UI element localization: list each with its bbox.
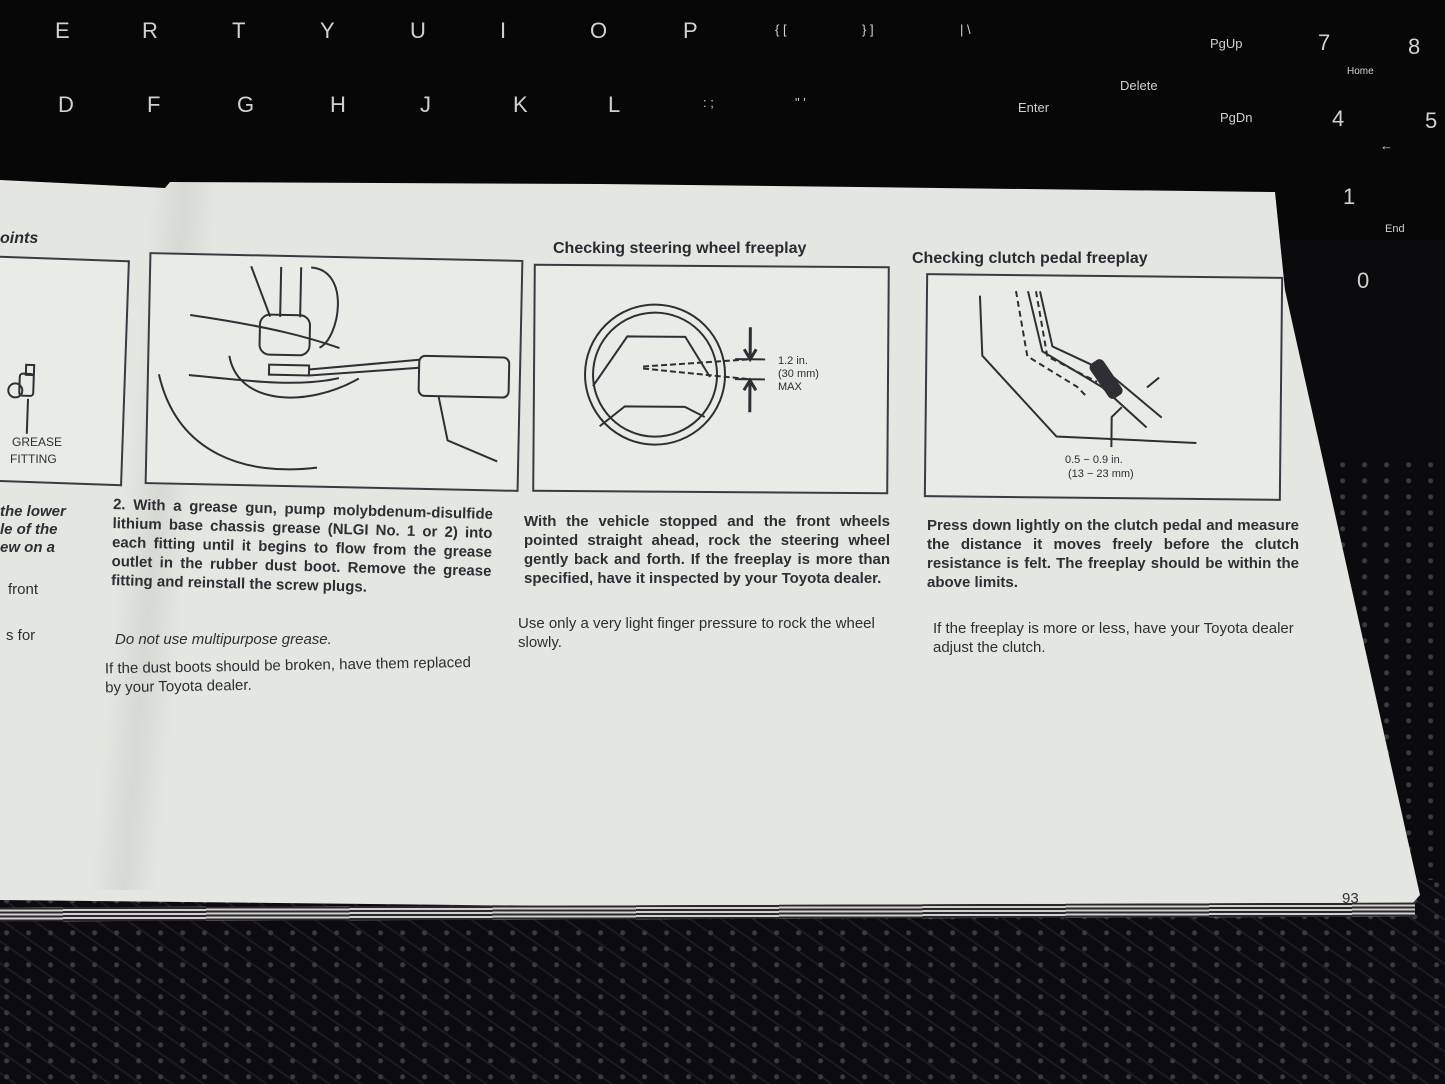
steering-label-mm: (30 mm) (778, 368, 819, 380)
grease-label-1: GREASE (12, 435, 63, 449)
clutch-pedal-icon (978, 290, 1197, 448)
key-j: J (420, 92, 431, 117)
clutch-heading: Checking clutch pedal freeplay (912, 250, 1148, 267)
key-semicolon: : ; (703, 95, 714, 110)
grease-gun-figure (144, 252, 524, 492)
key-bracket-left: { [ (775, 22, 787, 37)
key-8: 8 (1408, 34, 1421, 59)
key-pgup: PgUp (1210, 36, 1243, 51)
key-backslash: | \ (960, 22, 971, 37)
key-i: I (500, 18, 507, 43)
key-o: O (590, 18, 608, 43)
page-number: 93 (1342, 890, 1359, 907)
grease-note: If the dust boots should be broken, have… (104, 653, 472, 697)
steering-label-in: 1.2 in. (778, 355, 808, 367)
key-h: H (330, 92, 346, 117)
grease-fitting-icon (7, 363, 36, 434)
clutch-body-bold: Press down lightly on the clutch pedal a… (927, 517, 1299, 591)
key-g: G (237, 92, 255, 117)
key-7: 7 (1318, 30, 1331, 55)
key-f: F (147, 92, 161, 117)
key-d: D (58, 92, 74, 117)
key-y: Y (320, 18, 335, 43)
key-e: E (55, 18, 70, 43)
text-fragment: the lower (0, 503, 66, 520)
key-enter: Enter (1018, 100, 1050, 115)
clutch-body: If the freeplay is more or less, have yo… (933, 620, 1294, 656)
grease-gun-icon (157, 265, 511, 471)
key-u: U (410, 18, 426, 43)
text-fragment: le of the (0, 521, 58, 538)
steering-heading: Checking steering wheel freeplay (553, 240, 807, 257)
key-k: K (513, 92, 528, 117)
steering-body-bold: With the vehicle stopped and the front w… (524, 513, 890, 587)
grease-step-text: 2. With a grease gun, pump molybdenum-di… (110, 496, 494, 596)
key-pgdn: PgDn (1220, 110, 1253, 125)
grease-note-italic: Do not use multipurpose grease. (115, 631, 332, 648)
key-delete: Delete (1120, 78, 1158, 93)
key-p: P (683, 18, 698, 43)
key-t: T (232, 18, 246, 43)
clutch-pedal-figure (923, 273, 1284, 501)
clutch-label-mm: (13 − 23 mm) (1068, 468, 1134, 480)
key-l: L (608, 92, 621, 117)
grease-fitting-figure (0, 255, 130, 487)
key-home: Home (1347, 66, 1374, 77)
key-4: 4 (1332, 106, 1345, 131)
text-fragment: front (8, 581, 39, 598)
arrow-left-icon: ← (1380, 138, 1393, 153)
key-end: End (1385, 223, 1405, 235)
steering-wheel-icon (584, 303, 766, 446)
steering-body: Use only a very light finger pressure to… (518, 615, 875, 651)
key-5: 5 (1425, 108, 1438, 133)
clutch-label-in: 0.5 − 0.9 in. (1065, 454, 1123, 466)
key-bracket-right: } ] (862, 22, 874, 37)
text-fragment: ew on a (0, 539, 56, 556)
grease-label-2: FITTING (10, 452, 57, 466)
key-0: 0 (1357, 268, 1370, 293)
left-heading-fragment: oints (0, 230, 39, 247)
steering-label-max: MAX (778, 381, 802, 393)
key-1: 1 (1343, 184, 1356, 209)
key-quote: " ' (795, 95, 806, 110)
key-r: R (142, 18, 158, 43)
steering-wheel-figure (532, 263, 890, 495)
text-fragment: s for (6, 627, 36, 644)
